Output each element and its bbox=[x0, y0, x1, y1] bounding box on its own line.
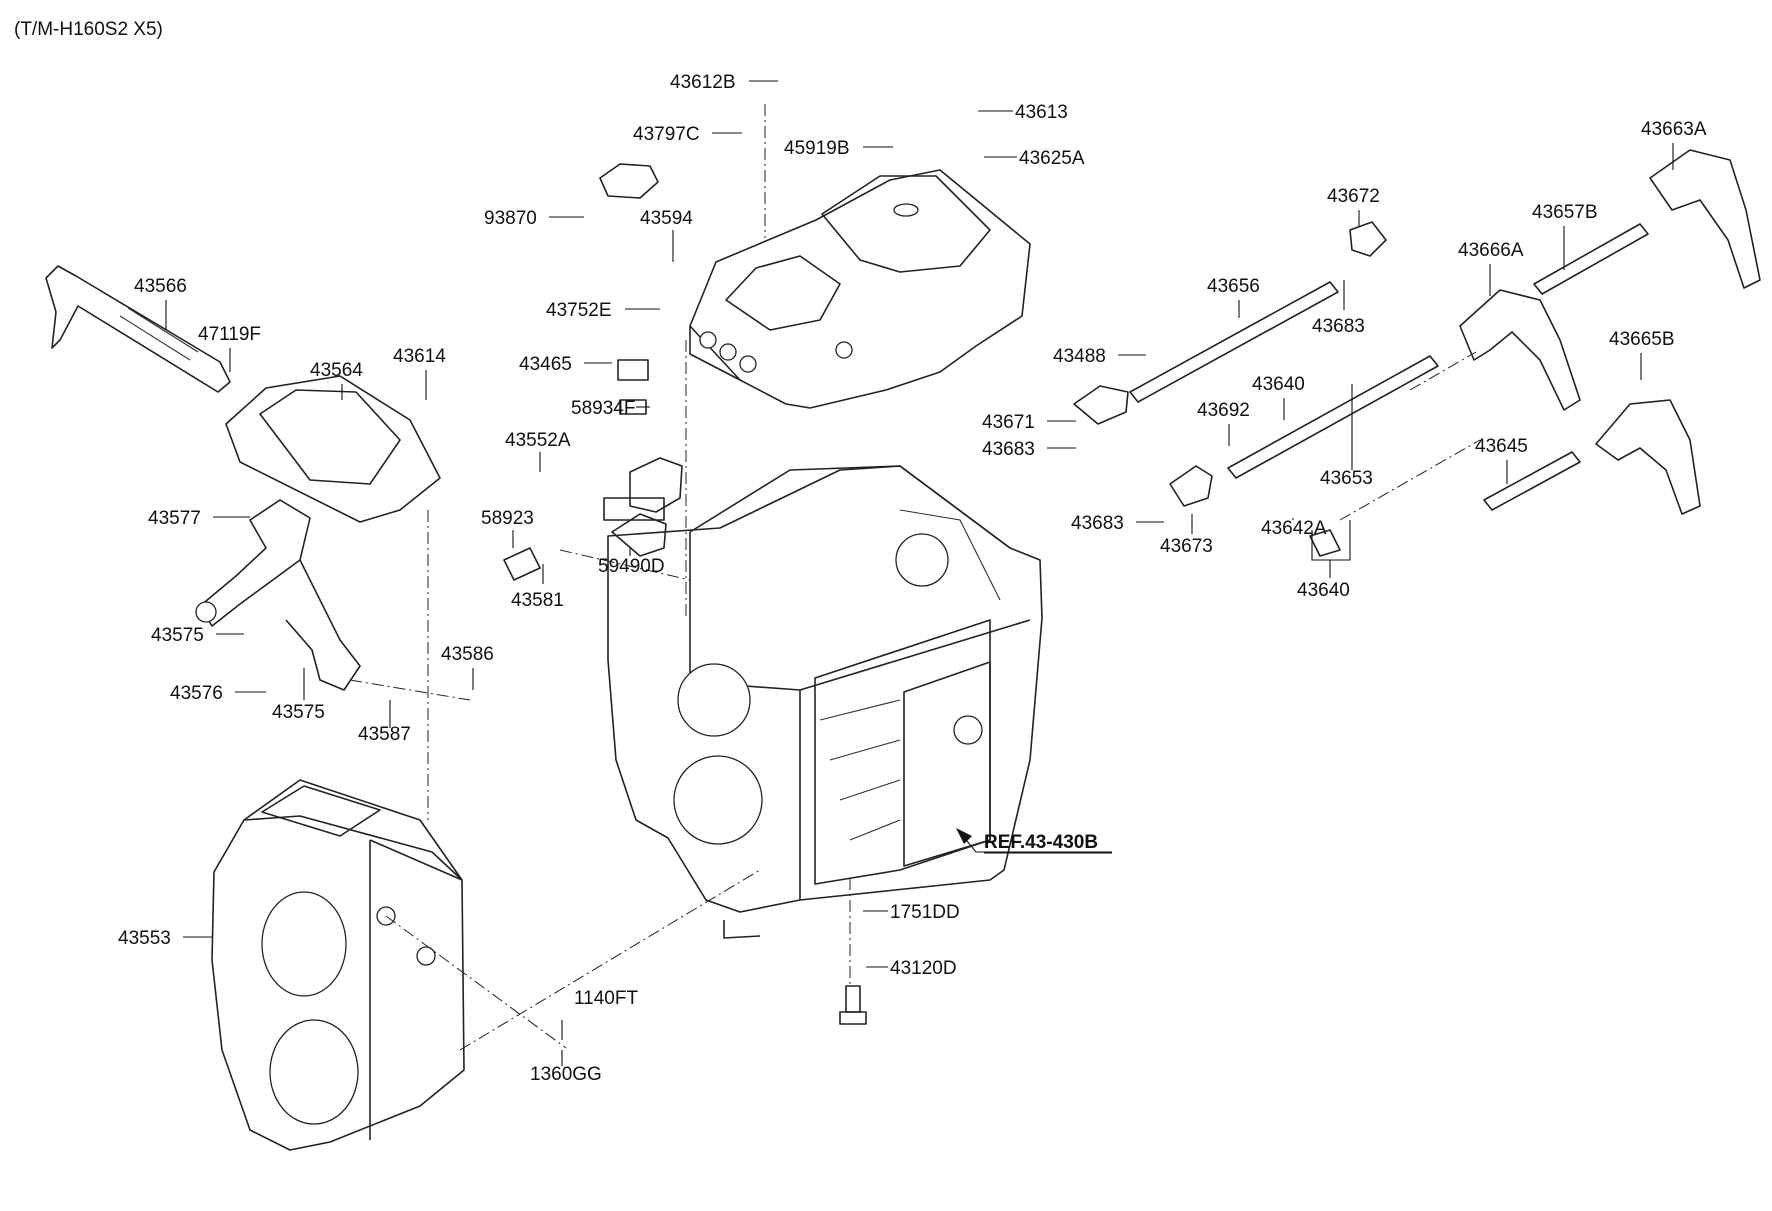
callout-label: 45919B bbox=[784, 138, 850, 159]
callout-label: 43640 bbox=[1297, 580, 1350, 601]
callout-label: 43613 bbox=[1015, 102, 1068, 123]
callout-label: 43683 bbox=[982, 439, 1035, 460]
callout-label: 43683 bbox=[1071, 513, 1124, 534]
callout-label: 43653 bbox=[1320, 468, 1373, 489]
callout-label: 43581 bbox=[511, 590, 564, 611]
callout-label: 43692 bbox=[1197, 400, 1250, 421]
callout-label: 43657B bbox=[1532, 202, 1598, 223]
alignment-lines bbox=[349, 104, 1481, 1051]
callout-label: 43672 bbox=[1327, 186, 1380, 207]
callout-label: 58923 bbox=[481, 508, 534, 529]
callout-label: 43752E bbox=[546, 300, 612, 321]
callout-label: 43645 bbox=[1475, 436, 1528, 457]
callout-label: 43625A bbox=[1019, 148, 1085, 169]
reference-callout: REF.43-430B bbox=[956, 828, 1112, 854]
callout-label: 43640 bbox=[1252, 374, 1305, 395]
callout-label: 43575 bbox=[272, 702, 325, 723]
callout-label: 43683 bbox=[1312, 316, 1365, 337]
callout-label: 43612B bbox=[670, 72, 736, 93]
callout-label: 43663A bbox=[1641, 119, 1707, 140]
shift-fork-43577 bbox=[195, 499, 361, 691]
transmission-case bbox=[607, 465, 1043, 939]
callout-label: 43465 bbox=[519, 354, 572, 375]
callout-label: 43564 bbox=[310, 360, 363, 381]
callout-label: 43586 bbox=[441, 644, 494, 665]
shift-rails bbox=[1073, 149, 1761, 515]
callout-label: 43665B bbox=[1609, 329, 1675, 350]
callout-label: 43552A bbox=[505, 430, 571, 451]
model-title: (T/M-H160S2 X5) bbox=[14, 19, 163, 40]
callout-label: 1360GG bbox=[530, 1064, 602, 1085]
callout-label: 43553 bbox=[118, 928, 171, 949]
callout-label: 1751DD bbox=[890, 902, 960, 923]
callout-label: 43488 bbox=[1053, 346, 1106, 367]
callout-label: 43797C bbox=[633, 124, 700, 145]
front-case bbox=[211, 779, 465, 1151]
callout-label: 43594 bbox=[640, 208, 693, 229]
callout-label: 43566 bbox=[134, 276, 187, 297]
callout-label: 43614 bbox=[393, 346, 446, 367]
callout-label: 58934F bbox=[571, 398, 635, 419]
shift-shaft bbox=[45, 265, 231, 393]
callout-label: 43642A bbox=[1261, 518, 1327, 539]
callout-label: 43666A bbox=[1458, 240, 1524, 261]
small-parts bbox=[503, 163, 1341, 1025]
callout-label: 43575 bbox=[151, 625, 204, 646]
callout-label: 59490D bbox=[598, 556, 665, 577]
reference-label: REF.43-430B bbox=[984, 832, 1098, 853]
callout-leaders bbox=[165, 80, 1674, 1066]
callout-label: 47119F bbox=[198, 324, 261, 345]
callout-label: 43576 bbox=[170, 683, 223, 704]
callout-label: 43587 bbox=[358, 724, 411, 745]
shift-cover bbox=[689, 169, 1031, 409]
callout-label: 43120D bbox=[890, 958, 957, 979]
callout-label: 43671 bbox=[982, 412, 1035, 433]
callout-label: 43673 bbox=[1160, 536, 1213, 557]
callout-label: 1140FT bbox=[574, 988, 638, 1009]
detent-cover bbox=[225, 375, 441, 523]
callout-labels: 43612B 43613 43797C 45919B 43625A 93870 43594 4… bbox=[118, 72, 1707, 1085]
callout-label: 43577 bbox=[148, 508, 201, 529]
callout-label: 43656 bbox=[1207, 276, 1260, 297]
bracket-43640 bbox=[1311, 520, 1351, 568]
callout-label: 93870 bbox=[484, 208, 537, 229]
